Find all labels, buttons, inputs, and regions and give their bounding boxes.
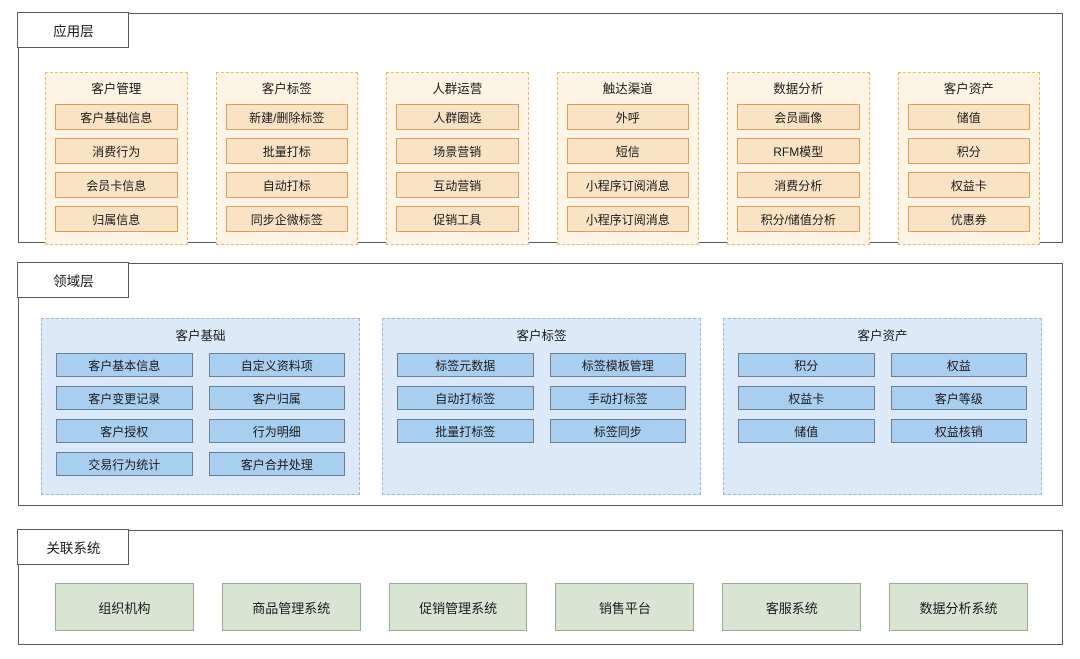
- domain-item[interactable]: 标签同步: [549, 419, 686, 443]
- layer-related-systems-label: 关联系统: [17, 529, 130, 566]
- domain-item[interactable]: 客户基本信息: [56, 353, 193, 377]
- app-item[interactable]: 人群圈选: [396, 104, 519, 130]
- app-group-title: 客户管理: [91, 82, 142, 96]
- app-item[interactable]: 消费分析: [737, 172, 860, 198]
- app-group-data-analysis: 数据分析 会员画像 RFM模型 消费分析 积分/储值分析: [727, 72, 870, 245]
- domain-item[interactable]: 手动打标签: [549, 386, 686, 410]
- app-group-title: 触达渠道: [602, 82, 653, 96]
- domain-item[interactable]: 客户等级: [890, 386, 1027, 410]
- app-group-customer-assets: 客户资产 储值 积分 权益卡 优惠券: [897, 72, 1040, 245]
- domain-group-customer-tags: 客户标签 标签元数据 标签模板管理 自动打标签 手动打标签 批量打标签 标签同步: [382, 318, 701, 495]
- app-item[interactable]: 促销工具: [396, 206, 519, 232]
- app-group-customer-management: 客户管理 客户基础信息 消费行为 会员卡信息 归属信息: [45, 72, 188, 245]
- external-system-item[interactable]: 组织机构: [55, 583, 194, 631]
- domain-item[interactable]: 客户变更记录: [56, 386, 193, 410]
- domain-item[interactable]: 标签元数据: [397, 353, 534, 377]
- app-item[interactable]: 场景营销: [396, 138, 519, 164]
- domain-group-customer-basics: 客户基础 客户基本信息 自定义资料项 客户变更记录 客户归属 客户授权 行为明细…: [41, 318, 360, 495]
- app-item[interactable]: 批量打标: [225, 138, 348, 164]
- app-item[interactable]: 小程序订阅消息: [566, 206, 689, 232]
- domain-group-title: 客户标签: [516, 329, 567, 343]
- external-system-item[interactable]: 销售平台: [555, 583, 695, 631]
- app-item[interactable]: 自动打标: [225, 172, 348, 198]
- domain-group-title: 客户基础: [175, 329, 226, 343]
- layer-application-body: 客户管理 客户基础信息 消费行为 会员卡信息 归属信息 客户标签 新建/删除标签…: [19, 50, 1062, 245]
- domain-item[interactable]: 客户合并处理: [208, 452, 345, 476]
- layer-application: 应用层 客户管理 客户基础信息 消费行为 会员卡信息 归属信息 客户标签 新建/…: [17, 12, 1063, 245]
- app-item[interactable]: 积分: [907, 138, 1030, 164]
- domain-item[interactable]: 储值: [738, 419, 875, 443]
- app-item[interactable]: 权益卡: [907, 172, 1030, 198]
- external-system-item[interactable]: 促销管理系统: [388, 583, 528, 631]
- app-item[interactable]: 储值: [907, 104, 1030, 130]
- app-item[interactable]: 积分/储值分析: [737, 206, 860, 232]
- app-item[interactable]: 客户基础信息: [55, 104, 178, 130]
- app-group-title: 人群运营: [432, 82, 483, 96]
- app-item[interactable]: 归属信息: [55, 206, 178, 232]
- domain-item-grid: 标签元数据 标签模板管理 自动打标签 手动打标签 批量打标签 标签同步: [397, 353, 686, 443]
- domain-group-title: 客户资产: [857, 329, 908, 343]
- app-group-title: 客户标签: [261, 82, 312, 96]
- app-item[interactable]: 外呼: [566, 104, 689, 130]
- app-item[interactable]: 优惠券: [907, 206, 1030, 232]
- domain-item[interactable]: 积分: [738, 353, 875, 377]
- domain-item-grid: 积分 权益 权益卡 客户等级 储值 权益核销: [738, 353, 1027, 443]
- domain-item[interactable]: 标签模板管理: [549, 353, 686, 377]
- app-item[interactable]: 短信: [566, 138, 689, 164]
- layer-application-label: 应用层: [17, 12, 130, 49]
- layer-domain: 领域层 客户基础 客户基本信息 自定义资料项 客户变更记录 客户归属 客户授权 …: [17, 262, 1063, 506]
- app-group-reach-channels: 触达渠道 外呼 短信 小程序订阅消息 小程序订阅消息: [556, 72, 699, 245]
- app-group-customer-tags: 客户标签 新建/删除标签 批量打标 自动打标 同步企微标签: [215, 72, 358, 245]
- app-group-title: 客户资产: [943, 82, 994, 96]
- app-item[interactable]: 互动营销: [396, 172, 519, 198]
- app-item[interactable]: 会员画像: [737, 104, 860, 130]
- external-system-item[interactable]: 商品管理系统: [221, 583, 361, 631]
- external-systems-row: 组织机构 商品管理系统 促销管理系统 销售平台 客服系统 数据分析系统: [55, 583, 1028, 631]
- domain-item[interactable]: 权益核销: [890, 419, 1027, 443]
- domain-item-grid: 客户基本信息 自定义资料项 客户变更记录 客户归属 客户授权 行为明细 交易行为…: [56, 353, 345, 476]
- app-group-title: 数据分析: [773, 82, 824, 96]
- layer-domain-label: 领域层: [17, 262, 130, 299]
- domain-item[interactable]: 行为明细: [208, 419, 345, 443]
- domain-item[interactable]: 权益: [890, 353, 1027, 377]
- application-group-row: 客户管理 客户基础信息 消费行为 会员卡信息 归属信息 客户标签 新建/删除标签…: [45, 72, 1040, 245]
- layer-domain-body: 客户基础 客户基本信息 自定义资料项 客户变更记录 客户归属 客户授权 行为明细…: [19, 300, 1062, 505]
- domain-item[interactable]: 交易行为统计: [56, 452, 193, 476]
- domain-item[interactable]: 自定义资料项: [208, 353, 345, 377]
- app-item[interactable]: 小程序订阅消息: [566, 172, 689, 198]
- app-item[interactable]: 会员卡信息: [55, 172, 178, 198]
- external-system-item[interactable]: 数据分析系统: [889, 583, 1028, 631]
- domain-group-row: 客户基础 客户基本信息 自定义资料项 客户变更记录 客户归属 客户授权 行为明细…: [41, 318, 1042, 495]
- domain-item[interactable]: 权益卡: [738, 386, 875, 410]
- app-item[interactable]: 同步企微标签: [225, 206, 348, 232]
- domain-item[interactable]: 客户授权: [56, 419, 193, 443]
- layer-related-systems: 关联系统 组织机构 商品管理系统 促销管理系统 销售平台 客服系统 数据分析系统: [17, 529, 1063, 645]
- domain-item[interactable]: 自动打标签: [397, 386, 534, 410]
- app-item[interactable]: 新建/删除标签: [225, 104, 348, 130]
- external-system-item[interactable]: 客服系统: [722, 583, 862, 631]
- app-item[interactable]: RFM模型: [737, 138, 860, 164]
- app-group-audience-operation: 人群运营 人群圈选 场景营销 互动营销 促销工具: [386, 72, 529, 245]
- layer-related-systems-body: 组织机构 商品管理系统 促销管理系统 销售平台 客服系统 数据分析系统: [19, 567, 1062, 644]
- domain-item[interactable]: 批量打标签: [397, 419, 534, 443]
- domain-item[interactable]: 客户归属: [208, 386, 345, 410]
- app-item[interactable]: 消费行为: [55, 138, 178, 164]
- domain-group-customer-assets: 客户资产 积分 权益 权益卡 客户等级 储值 权益核销: [723, 318, 1042, 495]
